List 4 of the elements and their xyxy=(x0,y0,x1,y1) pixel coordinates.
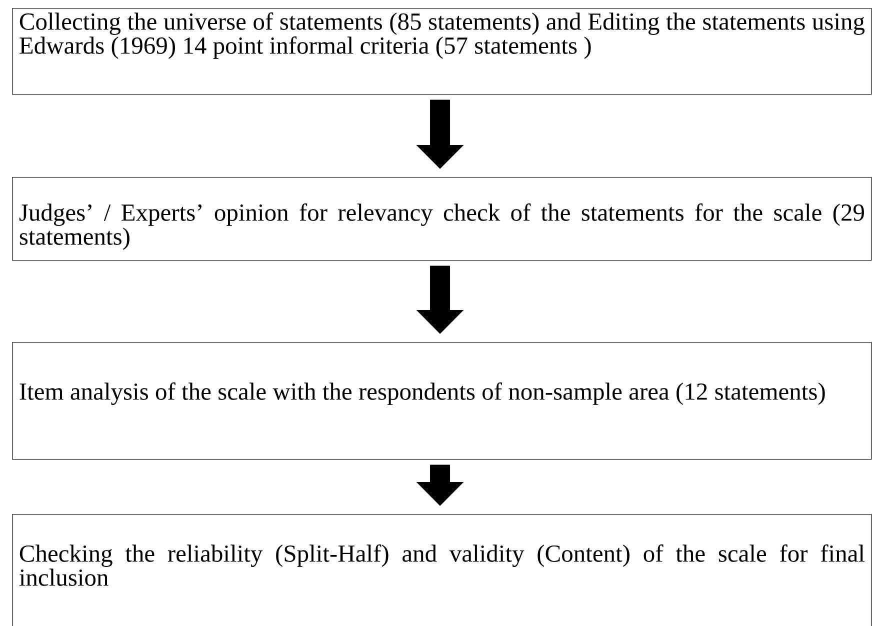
process-box: Collecting the universe of statements (85 statements) and Editing the statements using Edwards (1969) 14 point informal criteria (57 statements ) xyxy=(12,8,872,95)
process-box: Item analysis of the scale with the respondents of non-sample area (12 statements) xyxy=(12,342,872,460)
process-box: Checking the reliability (Split-Half) and validity (Content) of the scale for final inclusion xyxy=(12,514,872,626)
process-box: Judges’ / Experts’ opinion for relevancy check of the statements for the scale (29 statements) xyxy=(12,177,872,261)
